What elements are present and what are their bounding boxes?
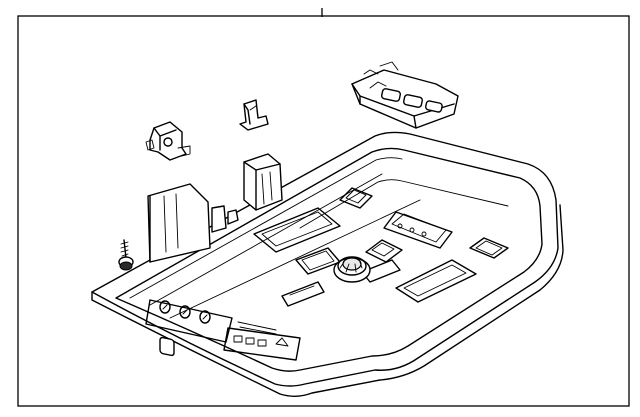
front-switch-panel[interactable] (145, 299, 233, 357)
left-dome-lamp[interactable] (253, 207, 341, 253)
front-button-panel[interactable] (223, 321, 301, 361)
retainer[interactable] (239, 99, 269, 131)
rotary-knob[interactable] (333, 256, 371, 283)
center-post (243, 153, 283, 211)
rear-mounting-wall (147, 183, 239, 263)
clip[interactable] (145, 121, 191, 161)
rear-map-lamp[interactable] (339, 187, 373, 209)
center-switch-module[interactable] (281, 239, 403, 307)
diagram-frame (17, 15, 630, 407)
upper-button-cluster[interactable] (383, 211, 453, 249)
overhead-console[interactable] (91, 131, 564, 397)
screw[interactable] (118, 239, 134, 271)
right-dome-lamp[interactable] (395, 259, 477, 303)
right-control[interactable] (469, 237, 509, 259)
bracket[interactable] (351, 61, 459, 129)
